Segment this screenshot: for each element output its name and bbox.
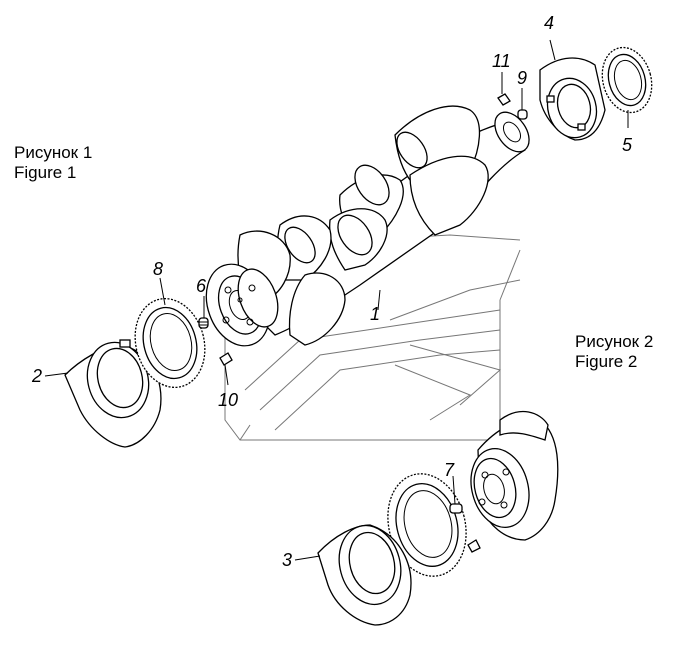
callout-7: 7 bbox=[444, 460, 455, 480]
callout-10: 10 bbox=[218, 390, 239, 410]
callout-4: 4 bbox=[544, 13, 555, 33]
rear-gear bbox=[601, 46, 653, 114]
figure2-caption: Рисунок 2 Figure 2 bbox=[575, 332, 653, 372]
figure2-caption-ru: Рисунок 2 bbox=[575, 332, 654, 351]
callout-11: 11 bbox=[492, 51, 511, 71]
callout-2: 2 bbox=[32, 366, 43, 386]
thrust-washer-rear bbox=[539, 57, 606, 141]
callout-3: 3 bbox=[282, 550, 293, 570]
dowel-pin-front bbox=[198, 317, 209, 329]
callout-6: 6 bbox=[196, 276, 207, 296]
thrust-washer-front bbox=[64, 339, 162, 448]
callout-5: 5 bbox=[622, 135, 633, 155]
front-gear bbox=[134, 298, 206, 388]
key-rear bbox=[497, 93, 511, 106]
callout-8: 8 bbox=[153, 259, 164, 279]
key-front bbox=[219, 352, 233, 366]
dowel-pin-rear bbox=[517, 109, 528, 120]
callout-1: 1 bbox=[370, 304, 381, 324]
figure2-assembly bbox=[317, 410, 559, 626]
leader-lines bbox=[44, 39, 629, 561]
callout-9: 9 bbox=[517, 68, 528, 88]
figure2-caption-en: Figure 2 bbox=[575, 352, 638, 371]
crankshaft bbox=[205, 105, 530, 347]
figure1-caption: Рисунок 1 Figure 1 bbox=[14, 143, 92, 183]
figure1-caption-ru: Рисунок 1 bbox=[14, 143, 93, 162]
figure1-caption-en: Figure 1 bbox=[14, 163, 77, 182]
